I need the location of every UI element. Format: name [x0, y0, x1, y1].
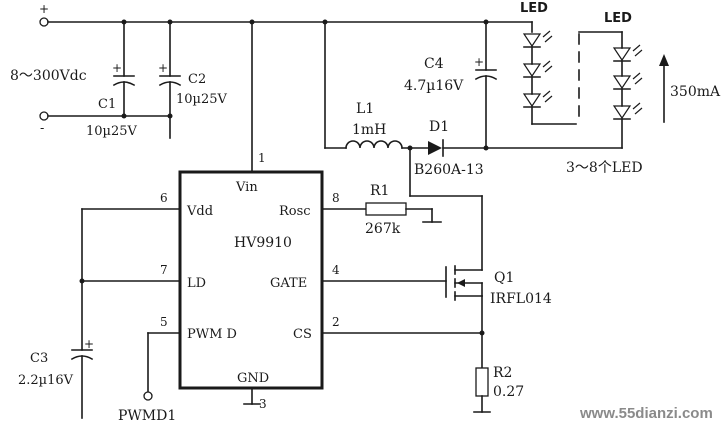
led-3	[522, 76, 577, 125]
svg-text:+: +	[158, 61, 168, 75]
pin-label-gate: GATE	[270, 276, 307, 291]
input-positive-terminal	[39, 17, 49, 27]
resistor-r1	[365, 202, 442, 223]
d1-part: B260A-13	[414, 162, 484, 178]
led-current-label: 350mA	[670, 84, 721, 100]
led-label-right: LED	[604, 11, 632, 26]
pin-number-gnd: 3	[259, 397, 267, 411]
capacitor-c4: +	[474, 19, 498, 151]
chip-name: HV9910	[234, 235, 292, 251]
resistor-r2	[473, 367, 491, 413]
d1-name: D1	[429, 119, 449, 135]
c3-value: 2.2µ16V	[18, 373, 74, 388]
r2-value: 0.27	[493, 384, 524, 400]
hv9910-chip	[178, 170, 324, 390]
vin-junction	[249, 19, 255, 25]
input-positive-symbol: +	[39, 2, 49, 16]
pin-label-cs: CS	[293, 327, 312, 342]
c2-name: C2	[188, 72, 206, 87]
led-count-label: 3～8个LED	[566, 160, 643, 176]
pin-label-rosc: Rosc	[279, 204, 311, 219]
led-6	[612, 88, 643, 149]
l1-value: 1mH	[352, 122, 386, 138]
current-arrow-icon	[659, 54, 669, 123]
q1-part: IRFL014	[490, 291, 552, 307]
c3-name: C3	[30, 351, 48, 366]
led-4	[612, 31, 643, 62]
pin-number-pwmd: 5	[160, 315, 168, 329]
led-label-left: LED	[520, 1, 548, 16]
c2-value: 10µ25V	[176, 92, 228, 107]
led-1	[522, 30, 553, 48]
c4-name: C4	[424, 56, 444, 72]
input-voltage-label: 8～300Vdc	[10, 68, 87, 84]
pin-label-pwmd: PWM D	[187, 327, 237, 342]
input-negative-symbol: -	[40, 121, 44, 135]
pin-label-ld: LD	[187, 276, 206, 291]
pwmd-input-label: PWMD1	[118, 408, 176, 424]
l1-junction	[322, 19, 328, 25]
pin-number-ld: 7	[160, 263, 168, 277]
diode-d1	[428, 139, 487, 157]
svg-text:+: +	[112, 61, 122, 75]
c4-value: 4.7µ16V	[404, 78, 464, 94]
pin-label-vdd: Vdd	[186, 204, 213, 219]
led-2	[522, 46, 553, 78]
capacitor-c2: +	[158, 19, 182, 139]
l1-name: L1	[356, 101, 374, 117]
r1-value: 267k	[365, 221, 401, 237]
input-negative-terminal	[39, 111, 49, 121]
inductor-l1	[324, 140, 429, 149]
capacitor-c1: +	[112, 19, 136, 119]
capacitor-c3: +	[70, 337, 94, 419]
c1-value: 10µ25V	[86, 124, 138, 139]
pin-number-gate: 4	[332, 263, 340, 277]
watermark-text: www.55dianzi.com	[579, 405, 713, 422]
svg-text:+: +	[474, 55, 484, 69]
pin-number-rosc: 8	[332, 191, 340, 205]
r1-name: R1	[370, 183, 389, 199]
svg-text:+: +	[84, 337, 94, 351]
pwmd-input-terminal	[143, 391, 153, 401]
pin-label-vin: Vin	[235, 180, 258, 195]
q1-name: Q1	[494, 270, 514, 286]
r2-name: R2	[493, 365, 512, 381]
cs-junction	[479, 330, 485, 336]
c1-name: C1	[98, 97, 116, 112]
pin-number-vin: 1	[258, 151, 266, 165]
mosfet-q1	[445, 265, 483, 301]
led-5	[612, 60, 643, 90]
pin-number-vdd: 6	[160, 191, 168, 205]
pin-number-cs: 2	[332, 315, 340, 329]
pin-label-gnd: GND	[237, 371, 269, 386]
